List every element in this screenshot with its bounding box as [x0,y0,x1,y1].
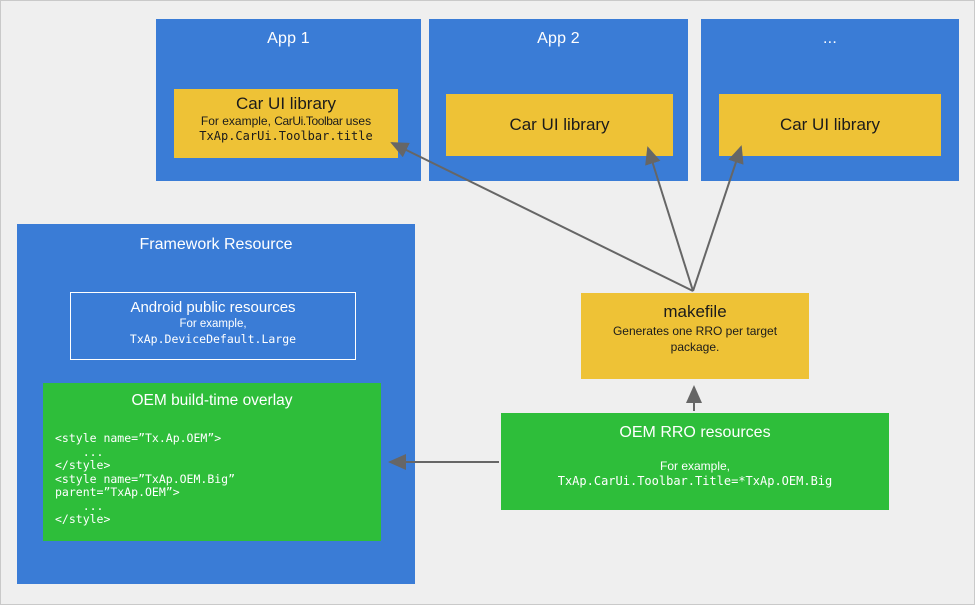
app2-car-ui-library-title: Car UI library [509,115,610,134]
overlay-code-line: </style> [55,512,111,526]
framework-resource-title: Framework Resource [139,236,293,253]
app2-car-ui-library-box: Car UI library [446,94,673,156]
app1-example-suffix: uses [342,114,372,128]
rro-example-label: For example, [659,459,731,473]
app3-title: ... [823,30,837,47]
overlay-code-line: parent=”TxAp.OEM”> [55,485,180,499]
makefile-description: Generates one RRO per target package. [612,324,778,354]
app1-car-ui-library-title: Car UI library [235,94,337,113]
oem-rro-resources-title: OEM RRO resources [619,424,771,441]
app1-example-prefix: For example, [200,114,275,128]
makefile-box: makefile Generates one RRO per target pa… [581,293,809,379]
overlay-code-line: <style name=”TxAp.OEM.Big” [55,471,236,486]
app2-title: App 2 [537,30,580,47]
overlay-code-line: </style> [55,458,111,472]
overlay-code-block: <style name=”Tx.Ap.OEM”> ... </style> <s… [43,431,381,527]
overlay-code-line: <style name=”Tx.Ap.OEM”> [55,431,222,445]
app3-car-ui-library-box: Car UI library [719,94,941,156]
public-resources-example-label: For example, [179,318,247,330]
app1-car-ui-library-box: Car UI library For example, CarUi.Toolba… [174,89,398,158]
app1-library-example-line: For example, CarUi.Toolbar uses [174,114,398,129]
oem-build-time-overlay-title: OEM build-time overlay [131,392,293,409]
makefile-title: makefile [663,302,727,321]
app1-title: App 1 [267,30,310,47]
oem-rro-resources-box: OEM RRO resources For example, TxAp.CarU… [501,413,889,510]
overlay-code-line: ... [55,498,104,513]
app3-car-ui-library-title: Car UI library [779,115,881,134]
public-resources-example-code: TxAp.DeviceDefault.Large [129,332,297,346]
rro-example-code: TxAp.CarUi.Toolbar.Title=*TxAp.OEM.Big [557,474,833,488]
overlay-code-line: ... [55,444,104,459]
app1-box: App 1 Car UI library For example, CarUi.… [156,19,421,181]
oem-build-time-overlay-box: OEM build-time overlay <style name=”Tx.A… [43,383,381,541]
app3-box: ... Car UI library [701,19,959,181]
rro-example: For example, TxAp.CarUi.Toolbar.Title=*T… [501,459,889,489]
app2-box: App 2 Car UI library [429,19,688,181]
android-public-resources-title: Android public resources [130,299,296,316]
android-public-resources-box: Android public resources For example, Tx… [70,292,356,360]
app1-example-inline-code: CarUi.Toolbar [274,114,343,128]
framework-resource-box: Framework Resource Android public resour… [17,224,415,584]
app1-example-code: TxAp.CarUi.Toolbar.title [199,129,373,143]
